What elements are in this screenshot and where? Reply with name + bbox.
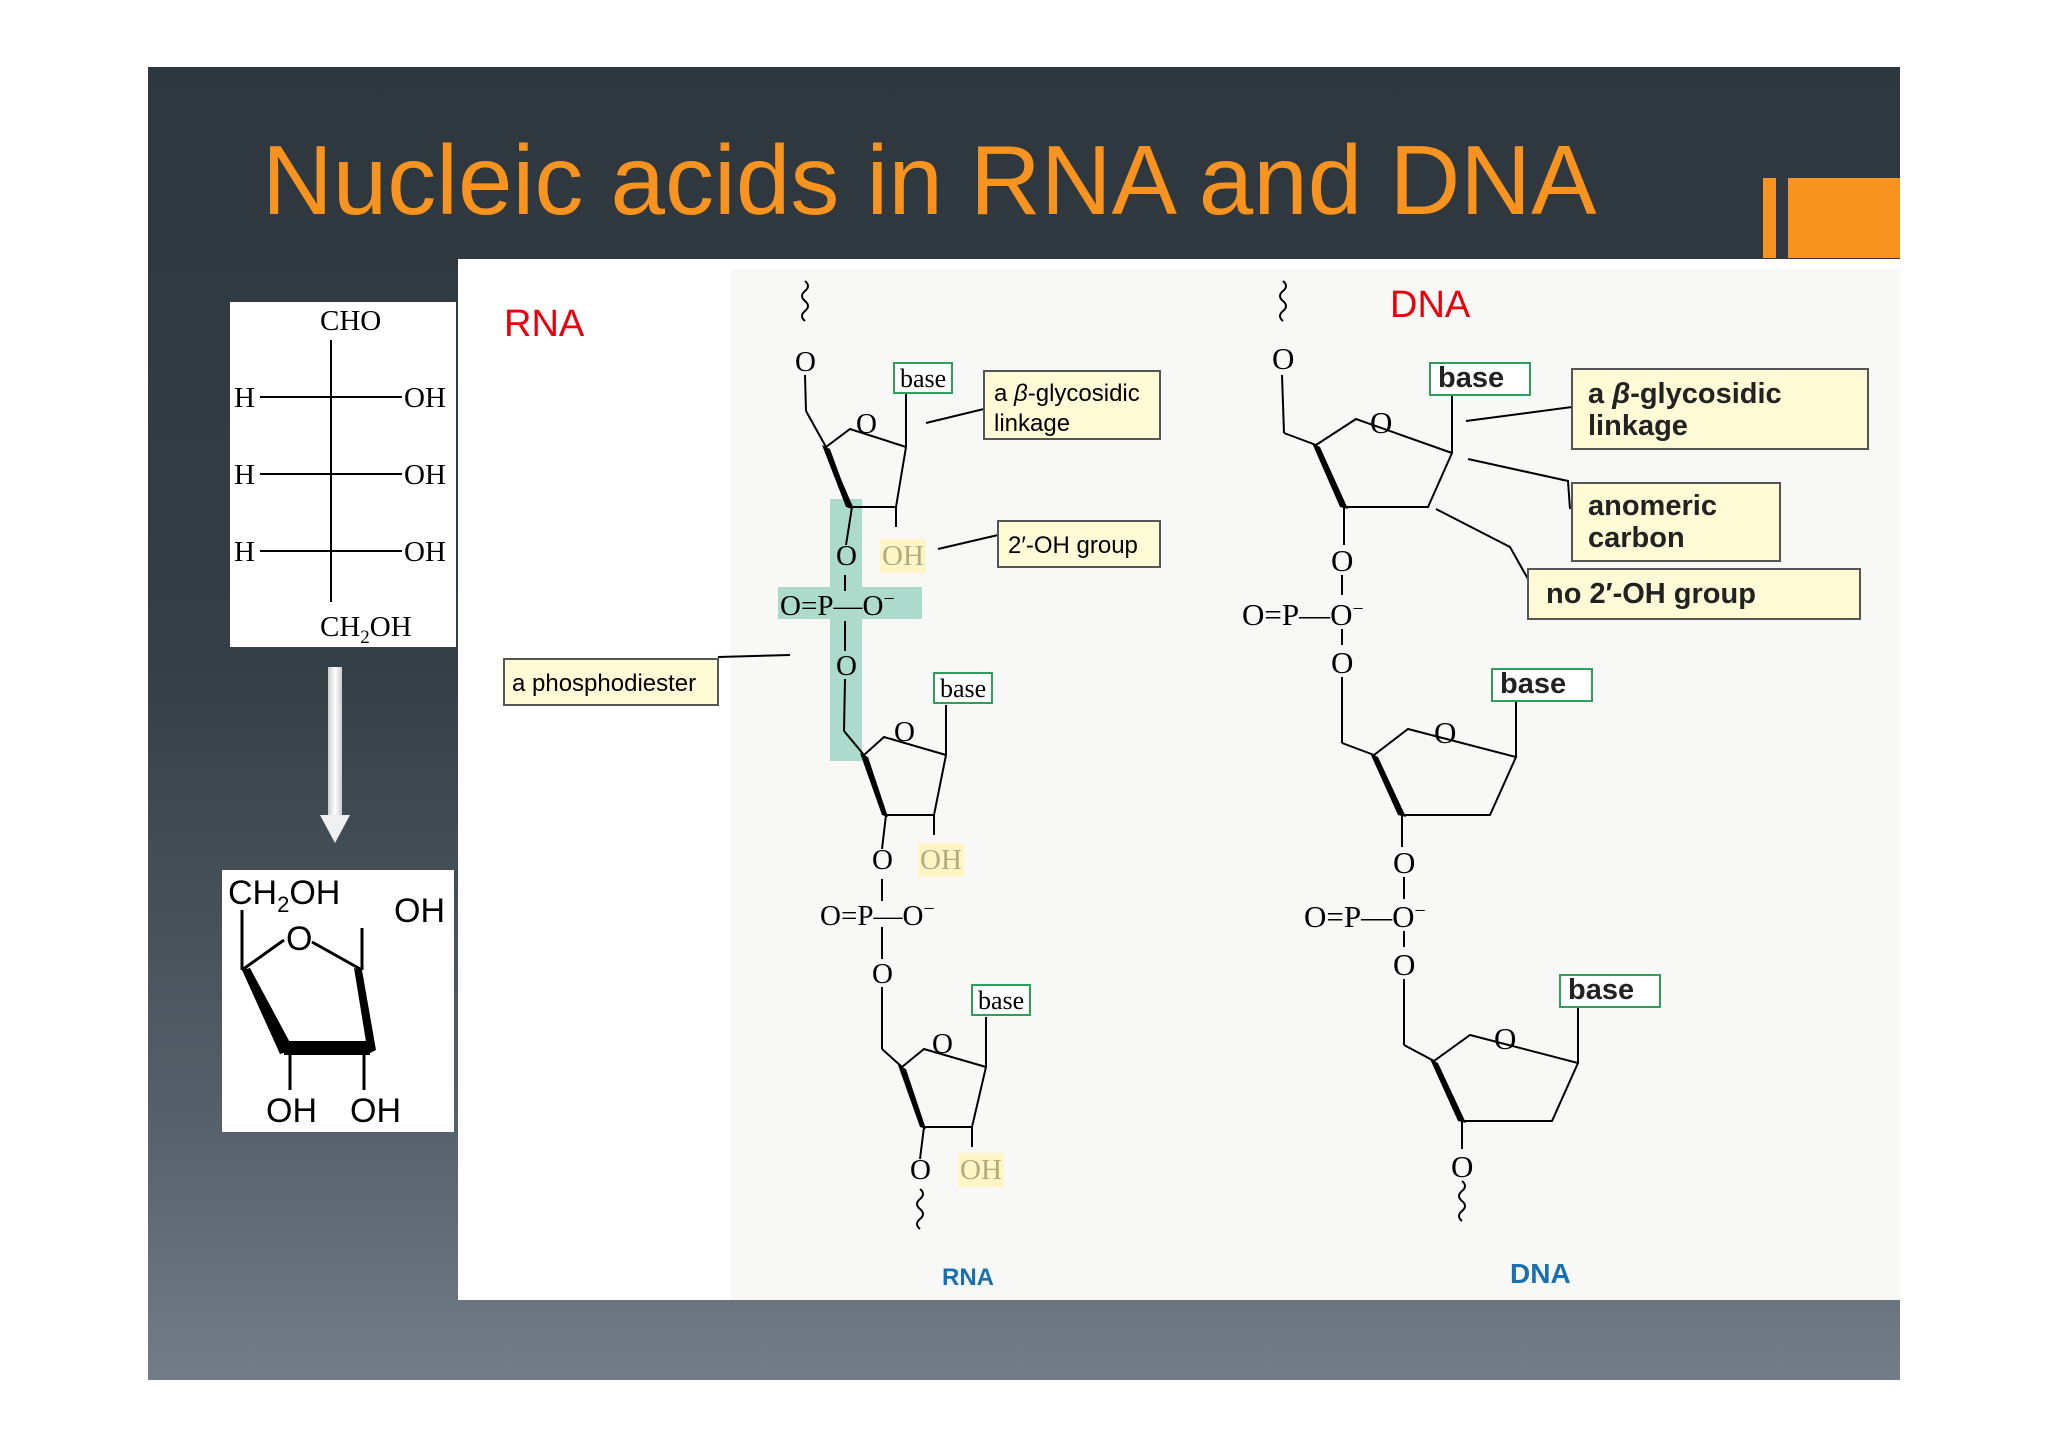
haworth-ch2oh: CH2OH [228,874,340,917]
rna-caption: RNA [942,1264,994,1291]
rna-label: RNA [504,303,585,345]
rna-base-1: base [900,364,946,393]
dna-base-1: base [1438,362,1504,394]
no-oh-callout: no 2′-OH group [1546,578,1756,610]
haworth-ring: CH2OH O OH OH OH [222,870,454,1132]
rna-phosphate-2: O=P—O− [820,898,935,932]
accent-block [1788,178,1900,258]
fischer-top-group: CHO [320,305,381,337]
rna-callouts: a β-glycosidic linkage 2′-OH group a pho… [503,370,1161,706]
fischer-row3-right: OH [404,536,446,568]
anomeric-callout-line1: anomeric [1588,490,1717,522]
dna-phosphate-2: O=P—O− [1304,899,1426,934]
dna-base-3: base [1568,974,1634,1006]
accent-bar [1763,178,1776,258]
haworth-ring-oxygen: O [286,920,312,958]
rna-atoms: O O O OH O=P—O− O O O OH O=P—O− O O O OH [780,346,1002,1186]
haworth-oh-right: OH [350,1092,401,1130]
dna-atoms: O O O O=P—O− O O O O=P—O− O O O [1242,341,1516,1184]
rna-ring1-oxygen: O [856,408,877,440]
dna-strand [1279,280,1580,1222]
dna-o-5prime-3: O [1393,947,1415,982]
rna-glycosidic-callout: a β-glycosidic [994,380,1140,407]
slide-title: Nucleic acids in RNA and DNA [262,125,1597,235]
fischer-bottom-group: CH2OH [320,611,412,647]
dna-o-3prime-1: O [1331,543,1353,578]
down-arrow-icon [318,667,352,845]
fischer-row1-left: H [234,382,255,414]
rna-oh-highlights [880,539,1004,1187]
rna-wedges [822,445,926,1129]
nucleic-acid-figure-panel: RNA DNA [458,259,1900,1300]
fischer-projection: CHO H OH H OH H OH CH2OH [230,302,456,648]
haworth-oh-left: OH [266,1092,317,1130]
dna-o-3prime-3: O [1451,1149,1473,1184]
dna-base-boxes: base base base [1429,362,1661,1008]
phosphodiester-callout: a phosphodiester [512,670,696,697]
rna-o-3prime-1: O [836,540,857,572]
dna-label: DNA [1390,284,1471,326]
dna-wedges [1312,443,1466,1123]
dna-glycosidic-callout-line2: linkage [1588,410,1688,442]
rna-ring3-oxygen: O [932,1028,953,1060]
dna-o-5prime-2: O [1331,645,1353,680]
dna-ring2-oxygen: O [1434,715,1456,750]
rna-o-3prime-2: O [872,844,893,876]
dna-o-top: O [1272,341,1294,376]
rna-ring2-oxygen: O [894,716,915,748]
rna-base-2: base [940,674,986,703]
rna-o-top: O [795,346,816,378]
dna-ring3-oxygen: O [1494,1021,1516,1056]
anomeric-callout-line2: carbon [1588,522,1685,554]
dna-callouts: a β-glycosidic linkage anomeric carbon n… [1527,368,1869,620]
dna-o-3prime-2: O [1393,845,1415,880]
dna-base-2: base [1500,668,1566,700]
fischer-row2-right: OH [404,459,446,491]
rna-phosphate-1: O=P—O− [780,588,895,622]
fischer-row2-left: H [234,459,255,491]
rna-base-boxes: base base base [893,362,1031,1016]
fischer-row1-right: OH [404,382,446,414]
dna-caption: DNA [1510,1258,1571,1289]
rna-glycosidic-callout-line2: linkage [994,410,1070,437]
haworth-anomeric-oh: OH [394,892,445,930]
dna-glycosidic-callout: a β-glycosidic [1588,378,1782,410]
fischer-row3-left: H [234,536,255,568]
rna-base-3: base [978,986,1024,1015]
rna-o-3prime-3: O [910,1154,931,1186]
rna-oh-callout: 2′-OH group [1008,532,1138,559]
dna-ring1-oxygen: O [1370,405,1392,440]
dna-phosphate-1: O=P—O− [1242,597,1364,632]
rna-o-5prime-2: O [836,650,857,682]
rna-o-5prime-3: O [872,958,893,990]
